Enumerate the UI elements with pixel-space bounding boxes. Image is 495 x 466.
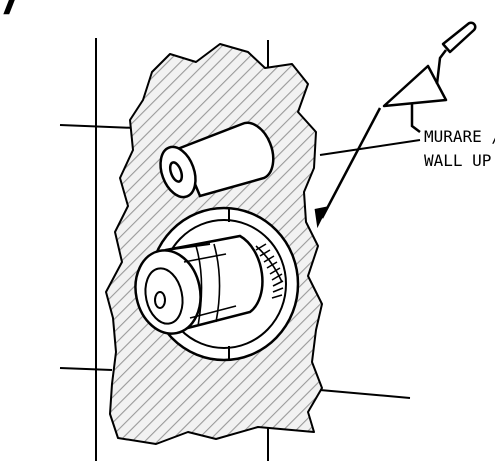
callout-label-line2: WALL UP (424, 151, 491, 170)
mixer-body (134, 206, 300, 362)
knurled-grip (255, 243, 284, 299)
callout-leader (314, 104, 421, 229)
tile-grid (59, 38, 421, 461)
step-number: 7 (0, 0, 22, 24)
trowel-icon (382, 21, 477, 108)
pipe-outlet (159, 121, 275, 199)
callout-label-line1: MURARE / (424, 127, 495, 146)
